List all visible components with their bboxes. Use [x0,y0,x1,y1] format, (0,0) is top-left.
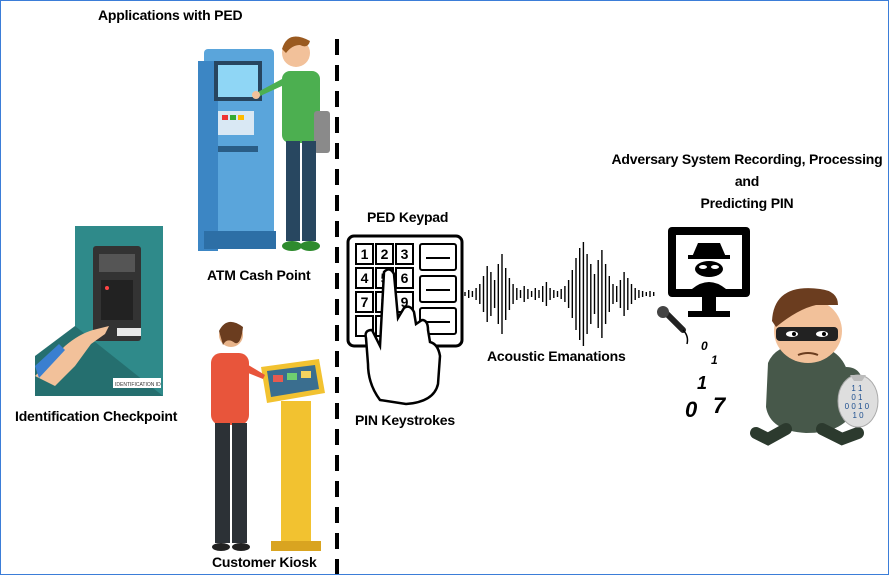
keypad-key [395,243,414,265]
acoustic-label: Acoustic Emanations [487,348,626,364]
bag-digits: 1 0 [852,411,864,420]
keypad-label: PED Keypad [367,209,449,225]
binary-digit: 0 [685,397,698,422]
kiosk-label: Customer Kiosk [212,554,317,570]
adversary-monitor-icon [668,227,750,317]
keypad-key [355,243,374,265]
atm-illustration [198,36,330,251]
keypad-key-label: 6 [401,270,409,286]
adversary-label-line1: Adversary System Recording, Processing [611,151,883,167]
applications-label: Applications with PED [98,7,243,23]
keypad-key-label: 7 [361,294,369,310]
svg-text:1 1 0 1 0 0 1 0: 1 1 0 1 0 0 1 0 1 0 [845,384,872,420]
bag-digits: 0 0 1 0 [845,402,870,411]
hacker-illustration: 1 1 0 1 0 0 1 0 1 0 [750,288,879,446]
keypad-key [355,291,374,313]
bag-digits: 0 1 [851,393,863,402]
bag-digits: 1 1 [851,384,863,393]
keypad-key-label: 9 [401,294,409,310]
keystrokes-label: PIN Keystrokes [355,412,455,428]
binary-digit: 1 [711,353,718,367]
checkpoint-illustration: IDENTIFICATION ID [35,226,163,396]
atm-label: ATM Cash Point [207,267,311,283]
adversary-label-line3: Predicting PIN [700,195,794,211]
microphone-icon [657,306,689,345]
keypad-key [375,243,394,265]
keypad-key-label: 2 [381,246,389,262]
card-text: IDENTIFICATION ID [115,382,161,388]
binary-digit: 0 [701,339,708,353]
dashed-divider [335,39,339,574]
keypad-key-label: 4 [361,270,369,286]
keypad-key [395,267,414,289]
kiosk-illustration [211,321,325,551]
acoustic-waveform [464,242,655,346]
binary-digit: 7 [713,393,726,418]
keypad-key [355,267,374,289]
keypad-key-label: 1 [361,246,369,262]
binary-digit: 1 [697,373,707,393]
keypad-illustration: 123456789 [346,234,464,406]
checkpoint-label: Identification Checkpoint [15,408,178,424]
keypad-key-label: 3 [401,246,409,262]
adversary-label-line2: and [734,173,760,189]
